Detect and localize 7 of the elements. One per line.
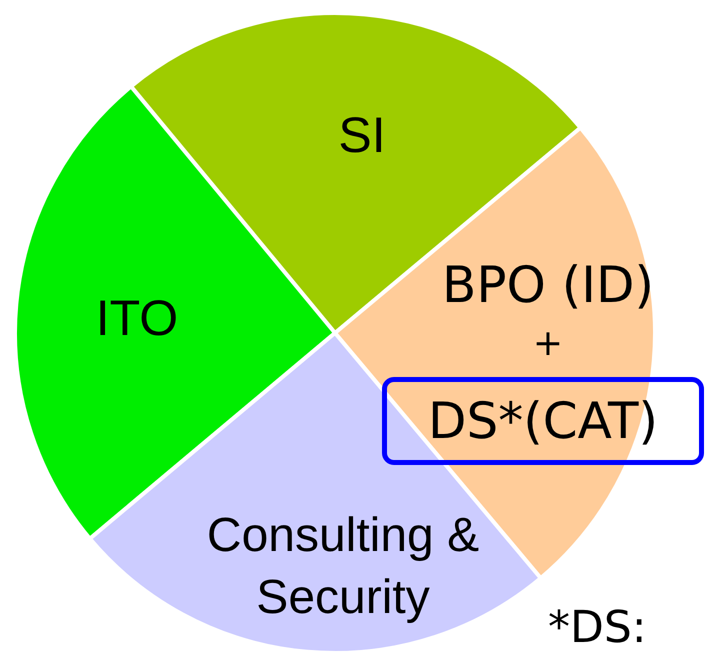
slice-label: Consulting & Security [206,508,480,626]
slice-label: BPO (ID) [442,255,654,315]
slice-label: SI [338,106,386,165]
footnote-text: *DS: [548,602,647,655]
highlight-box: DS*(CAT) [382,377,704,465]
slice-label: + [532,322,564,366]
slice-label: ITO [96,289,178,348]
